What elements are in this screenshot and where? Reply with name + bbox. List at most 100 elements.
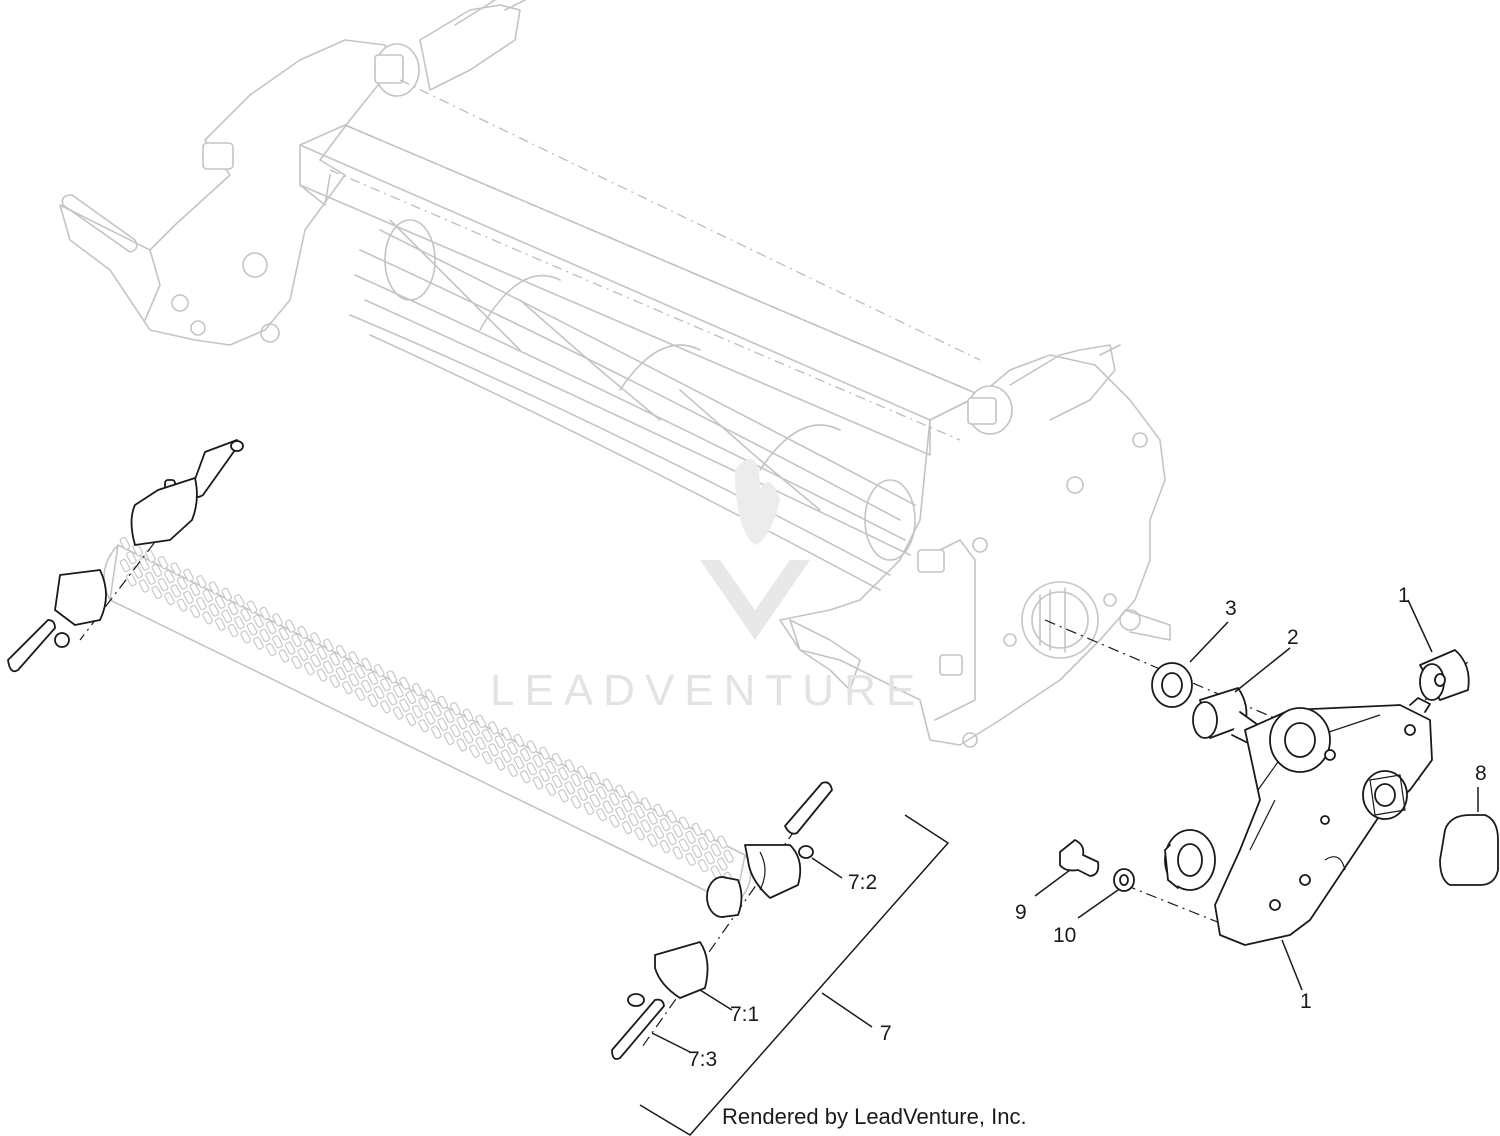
brush-tine (532, 754, 544, 768)
brush-tine (532, 776, 544, 790)
brush-tine (386, 692, 398, 706)
brush-tine (634, 827, 646, 841)
brush-tine (195, 574, 207, 589)
brush-tine (519, 770, 531, 784)
brush-tine (126, 573, 137, 587)
brush-tine (208, 581, 220, 595)
brush-tine (278, 649, 290, 663)
brush-tine (456, 716, 468, 730)
brush-tine (691, 844, 703, 859)
brush-tine (596, 808, 607, 822)
brush-tine (284, 619, 296, 633)
brush-tine (310, 632, 321, 646)
brush-tine (157, 555, 169, 570)
brush-tine (653, 825, 665, 840)
brush-tine (354, 665, 366, 679)
brush-tine (469, 722, 480, 736)
brush-tine (564, 759, 576, 773)
brush-tine (659, 839, 671, 854)
brush-tine (297, 647, 309, 662)
brush-tine (221, 587, 233, 601)
brush-tine (481, 728, 493, 743)
callout-2: 2 (1287, 626, 1299, 649)
watermark: LEADVENTURE (490, 458, 915, 715)
brush-tine (723, 849, 734, 863)
brush-tine (119, 536, 131, 551)
brush-tine (297, 625, 309, 640)
brush-tine (259, 606, 271, 621)
brush-tine (647, 811, 658, 825)
brush-tine (234, 616, 245, 630)
brush-tine (443, 709, 455, 724)
brush-tine (176, 576, 188, 590)
brush-tine (145, 549, 156, 563)
brush-tine (291, 655, 302, 669)
brush-tine (342, 681, 353, 695)
brush-tine (183, 568, 194, 582)
brush-tine (666, 810, 677, 824)
brush-tine (253, 636, 264, 650)
brush-tine (481, 750, 493, 765)
brush-tine (322, 638, 334, 652)
brush-tine (411, 704, 423, 719)
brush-tine (570, 773, 582, 787)
brush-tine (399, 698, 410, 712)
brush-tine (437, 717, 449, 732)
brush-tine (284, 641, 296, 655)
brush-tine (564, 781, 576, 795)
brush-tine (164, 570, 175, 584)
brush-tine (634, 805, 646, 819)
brush-tine (494, 735, 506, 749)
brush-tine (577, 765, 588, 779)
brush-tine (189, 604, 201, 619)
brush-tine (685, 852, 696, 866)
brush-tine (647, 833, 658, 847)
gearbox-assembly (1059, 649, 1499, 946)
brush-tine (685, 830, 696, 844)
brush-tine (164, 592, 175, 606)
brush-tine (227, 601, 239, 616)
brush-tine (526, 762, 538, 776)
brush-tine (450, 702, 461, 716)
brush-tine (450, 724, 461, 738)
brush-tine (615, 806, 626, 820)
brush-tine (119, 558, 131, 573)
brush-tine (170, 584, 182, 598)
brush-tine (608, 792, 620, 806)
brush-tine (138, 557, 150, 571)
brush-tine (157, 577, 169, 592)
brush-tine (704, 851, 715, 865)
brush-tine (640, 797, 652, 811)
brush-tine (558, 767, 569, 781)
brush-tine (475, 736, 487, 751)
brush-tine (424, 689, 436, 703)
brush-tine (303, 639, 315, 654)
brush-tine (443, 731, 455, 746)
brush-tine (145, 571, 156, 585)
callout-8: 8 (1475, 762, 1487, 785)
brush-tine (138, 579, 150, 593)
brush-tine (678, 816, 690, 830)
brush-tine (183, 590, 194, 604)
callout-7-2: 7:2 (848, 871, 877, 894)
brush-tine (456, 738, 468, 752)
brush-tine (488, 743, 499, 757)
brush-tine (202, 589, 213, 603)
brush-tine (475, 714, 487, 729)
brush-tine (342, 659, 353, 673)
brush-tine (691, 822, 703, 837)
brush-tine (367, 671, 379, 686)
brush-tine (716, 857, 728, 871)
brush-tine (437, 695, 449, 710)
brush-tine (411, 682, 423, 697)
brush-tine (621, 798, 633, 813)
brush-tine (189, 582, 201, 597)
brush-tine (265, 642, 277, 657)
callout-labels: 1 2 3 8 9 10 1 7:2 7:1 7:3 7 (688, 584, 1487, 1071)
brush-tine (405, 690, 417, 705)
callout-10: 10 (1053, 924, 1076, 947)
brush-tine (551, 752, 563, 767)
brush-tine (431, 703, 442, 717)
brush-tine (494, 757, 506, 771)
